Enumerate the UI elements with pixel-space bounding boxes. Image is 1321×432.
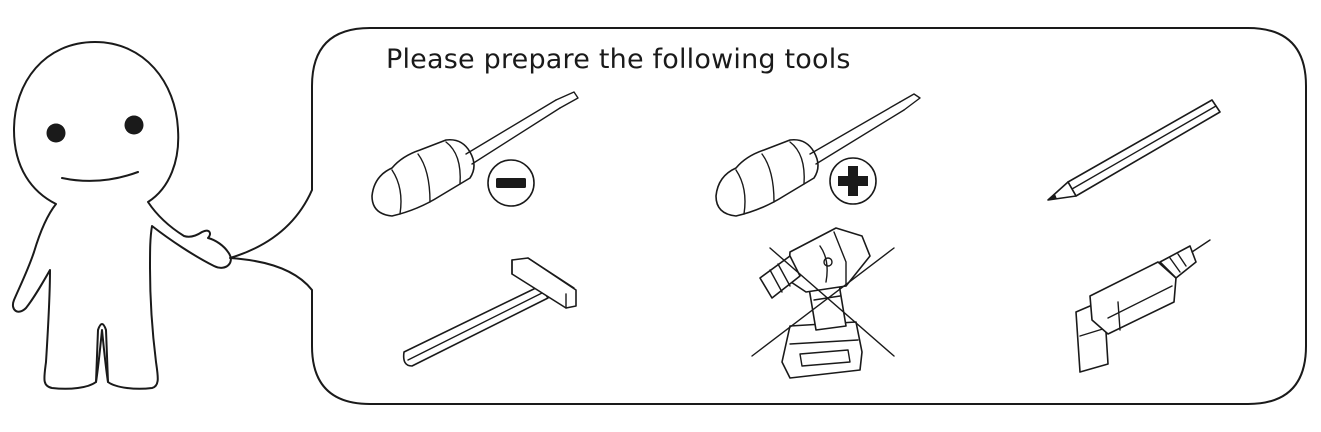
prohibited-line-a [751, 247, 895, 357]
cordless-drill-icon [751, 227, 895, 379]
mascot-character-icon [12, 41, 232, 390]
hammer-icon [402, 257, 577, 367]
mascot-smile [61, 171, 139, 182]
mascot-left-eye [46, 123, 66, 143]
mascot-right-eye [124, 115, 144, 135]
flat-screwdriver-icon [371, 91, 579, 217]
phillips-screwdriver-icon [715, 93, 921, 217]
prohibited-line-b [769, 247, 895, 357]
flat-slot-symbol [496, 178, 526, 188]
pencil-icon [1047, 99, 1221, 201]
electric-drill-icon [1075, 239, 1211, 373]
instruction-heading: Please prepare the following tools [386, 44, 851, 75]
speech-bubble [229, 27, 1307, 405]
phillips-cross-symbol [838, 166, 868, 196]
